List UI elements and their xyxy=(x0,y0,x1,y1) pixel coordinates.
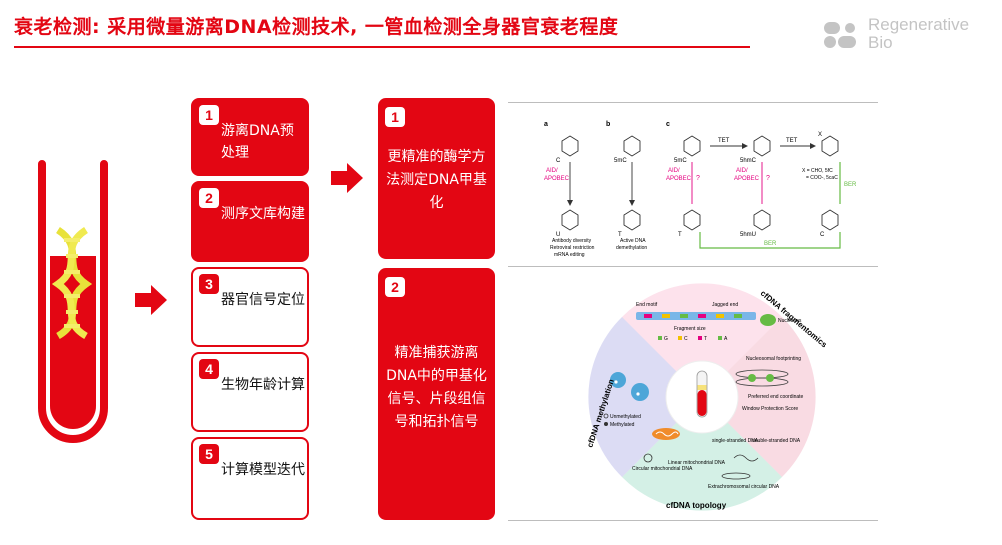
cfdna-infographic: End motif Jagged end Fragment size Nucle… xyxy=(585,283,829,511)
panel-multi-signal: 2 精准捕获游离DNA中的甲基化信号、片段组信号和拓扑信号 xyxy=(378,268,495,520)
panel-label: b xyxy=(606,121,610,128)
panel-text: 精准捕获游离DNA中的甲基化信号、片段组信号和拓扑信号 xyxy=(386,345,487,430)
caption: Retroviral restriction xyxy=(550,245,595,251)
base-label: G xyxy=(664,336,668,342)
step-number: 4 xyxy=(199,359,219,379)
step-label: 游离DNA预处理 xyxy=(221,123,294,161)
enzyme-label: AID/ xyxy=(736,168,748,174)
question-mark: ? xyxy=(766,175,770,182)
step-label: 器官信号定位 xyxy=(221,292,305,308)
panel-methylation: 1 更精准的酶学方法测定DNA甲基化 xyxy=(378,98,495,259)
step-number: 2 xyxy=(199,188,219,208)
panel-label: c xyxy=(666,121,670,128)
dna-helix-icon xyxy=(51,227,93,340)
mitochondria-icon xyxy=(652,428,680,440)
step-3-card: 3 器官信号定位 xyxy=(191,267,309,347)
figure-divider xyxy=(508,520,878,521)
caption: Fragment size xyxy=(674,326,706,332)
caption: mRNA editing xyxy=(554,252,585,258)
ber-label: BER xyxy=(844,182,857,188)
caption: demethylation xyxy=(616,245,647,251)
caption: Preferred end coordinate xyxy=(748,394,804,400)
caption: Active DNA xyxy=(620,238,646,244)
caption: Nucleosomal footprinting xyxy=(746,356,801,362)
panel-text: 更精准的酶学方法测定DNA甲基化 xyxy=(386,149,487,211)
step-1-card: 1 游离DNA预处理 xyxy=(191,98,309,176)
step-number: 1 xyxy=(199,105,219,125)
base-label: 5hmC xyxy=(740,158,757,164)
caption: Nucleases xyxy=(778,318,802,324)
enzyme-label: TET xyxy=(786,138,798,144)
base-label: 5hmU xyxy=(740,232,756,238)
caption: single-stranded DNA xyxy=(712,438,759,444)
base-label: T xyxy=(704,336,707,342)
logo-wordmark: Regenerative Bio xyxy=(868,16,969,52)
base-label: U xyxy=(556,232,560,238)
base-label: C xyxy=(556,158,561,164)
legend-label: Unmethylated xyxy=(610,414,641,420)
base-label: C xyxy=(820,232,825,238)
ring-label: cfDNA topology xyxy=(666,501,727,510)
caption: Linear mitochondrial DNA xyxy=(668,460,726,466)
panel-label: a xyxy=(544,121,548,128)
step-5-card: 5 计算模型迭代 xyxy=(191,437,309,520)
step-4-card: 4 生物年龄计算 xyxy=(191,352,309,432)
base-label: T xyxy=(618,232,622,238)
step-number: 5 xyxy=(199,444,219,464)
base-label: T xyxy=(678,232,682,238)
step-2-card: 2 测序文库构建 xyxy=(191,181,309,262)
enzyme-label: APOBEC xyxy=(734,176,760,182)
caption: double-stranded DNA xyxy=(752,438,801,444)
enzyme-label: APOBEC xyxy=(666,176,692,182)
base-label: 5mC xyxy=(614,158,627,164)
panel-number: 2 xyxy=(385,277,405,297)
step-label: 测序文库构建 xyxy=(221,206,305,222)
enzyme-label: APOBEC xyxy=(544,176,570,182)
methylation-molecule-icon xyxy=(610,372,649,401)
question-mark: ? xyxy=(696,175,700,182)
base-label: 5mC xyxy=(674,158,687,164)
panel-number: 1 xyxy=(385,107,405,127)
dna-fragment-icon xyxy=(636,312,756,320)
step-label: 计算模型迭代 xyxy=(221,462,305,478)
legend-label: Methylated xyxy=(610,422,635,428)
x-note: = COO-, 5caC xyxy=(806,175,838,181)
caption: Antibody diversity xyxy=(552,238,592,244)
nucleosome-icon xyxy=(735,369,789,387)
caption: End motif xyxy=(636,302,658,308)
page-title: 衰老检测: 采用微量游离DNA检测技术, 一管血检测全身器官衰老程度 xyxy=(14,16,619,38)
ber-label: BER xyxy=(764,241,777,247)
company-logo: Regenerative Bio xyxy=(822,14,992,54)
arrow-right-icon xyxy=(331,163,363,193)
test-tube-icon xyxy=(696,370,708,418)
methylation-chemistry-figure: a b c AID/ APOBEC AID/ APOBEC AID/ APOBE… xyxy=(544,121,857,258)
base-label: X xyxy=(818,132,822,138)
step-label: 生物年龄计算 xyxy=(221,377,305,393)
caption: Circular mitochondrial DNA xyxy=(632,466,693,472)
caption: Jagged end xyxy=(712,302,738,308)
x-note: X = CHO, 5fC xyxy=(802,168,833,174)
caption: Extrachromosomal circular DNA xyxy=(708,484,780,490)
base-label: C xyxy=(684,336,688,342)
logo-line-1: Regenerative xyxy=(868,15,970,34)
enzyme-label: AID/ xyxy=(546,168,558,174)
enzyme-label: TET xyxy=(718,138,730,144)
logo-line-2: Bio xyxy=(868,33,893,52)
figure-divider xyxy=(508,266,878,267)
figure-divider xyxy=(508,102,878,103)
base-label: A xyxy=(724,336,728,342)
arrow-right-icon xyxy=(135,285,167,315)
enzyme-label: AID/ xyxy=(668,168,680,174)
step-number: 3 xyxy=(199,274,219,294)
blood-tube-icon xyxy=(38,160,108,443)
title-underline xyxy=(14,46,750,48)
logo-mark-icon xyxy=(824,22,856,48)
caption: Window Protection Score xyxy=(742,406,798,412)
